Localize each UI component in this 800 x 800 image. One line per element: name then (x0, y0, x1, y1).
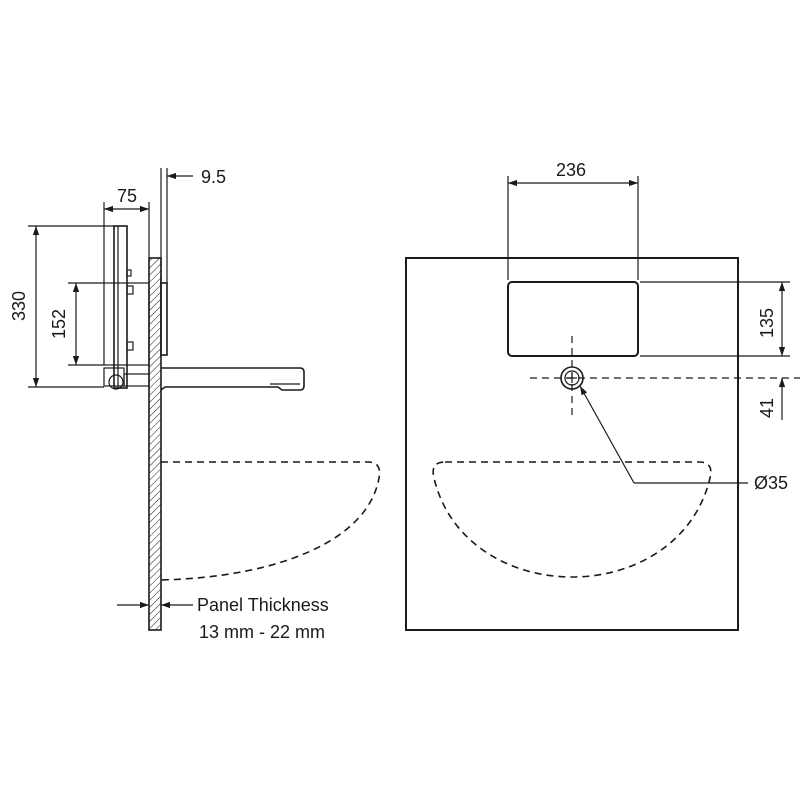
dim-cover-width-label: 236 (556, 160, 586, 180)
dim-cover-height-label: 135 (757, 308, 777, 338)
dim-depth-label: 75 (117, 186, 137, 206)
control-box (103, 282, 150, 366)
dim-panel-thickness: Panel Thickness 13 mm - 22 mm (117, 595, 329, 642)
dim-outlet-offset-label: 41 (757, 398, 777, 418)
front-panel (405, 257, 739, 631)
mounting-plate (113, 225, 128, 389)
panel-thickness-range: 13 mm - 22 mm (199, 622, 325, 642)
basin-outline-front (432, 461, 712, 578)
dim-depth: 75 (103, 186, 150, 283)
panel-thickness-label: Panel Thickness (197, 595, 329, 615)
cover-plate (160, 282, 168, 356)
dim-wall-gap-label: 9.5 (201, 167, 226, 187)
basin-outline-side (160, 461, 381, 581)
dim-wall-gap: 9.5 (160, 167, 226, 283)
front-cover-plate (507, 281, 639, 357)
dim-cover-width: 236 (507, 160, 639, 280)
outlet (530, 336, 800, 420)
spout (160, 367, 305, 391)
dim-outlet-offset: 41 (757, 378, 786, 420)
dim-cover-height: 135 (640, 281, 790, 357)
wall-panel (148, 257, 162, 631)
dim-outlet-diameter-label: Ø35 (754, 473, 788, 493)
dim-outlet-diameter: Ø35 (579, 385, 788, 493)
dim-total-height: 330 (9, 225, 114, 388)
dim-box-height: 152 (49, 282, 104, 366)
dim-total-height-label: 330 (9, 291, 29, 321)
side-view: 9.5 75 330 152 Panel Thickness (9, 167, 381, 642)
front-view: 236 135 41 Ø35 (405, 160, 800, 631)
dim-box-height-label: 152 (49, 309, 69, 339)
